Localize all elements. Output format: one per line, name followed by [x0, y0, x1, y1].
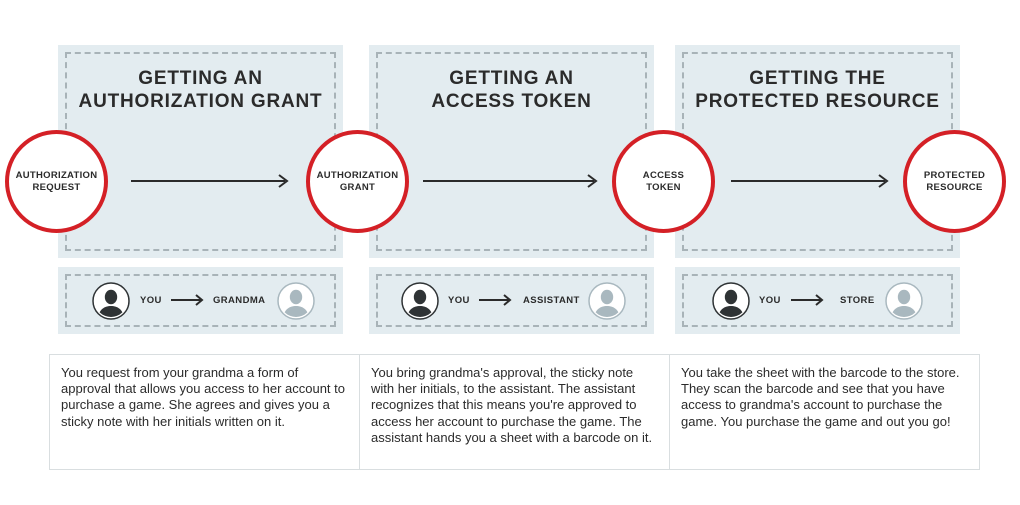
arrow-right-icon: [171, 294, 204, 306]
stage-1-title-line-1: GETTING AN: [138, 68, 263, 89]
stage-3-title: GETTING THE PROTECTED RESOURCE: [675, 67, 960, 113]
node-authorization-grant: AUTHORIZATION GRANT: [306, 130, 409, 233]
node-access-token-line-2: TOKEN: [646, 181, 681, 193]
person-dark-icon: [92, 282, 130, 320]
stage-3-title-line-2: PROTECTED RESOURCE: [695, 91, 940, 112]
person-light-icon: [885, 282, 923, 320]
node-protected-resource-line-1: PROTECTED: [923, 169, 986, 181]
stage-1-title: GETTING AN AUTHORIZATION GRANT: [58, 67, 343, 113]
arrow-right-icon: [423, 174, 598, 188]
stage-1-title-line-2: AUTHORIZATION GRANT: [78, 91, 323, 112]
node-authorization-request: AUTHORIZATION REQUEST: [5, 130, 108, 233]
role-to-label: STORE: [840, 295, 875, 306]
stage-1-description: You request from your grandma a form of …: [61, 365, 345, 429]
stage-3-roles-dashed-border: [682, 274, 953, 327]
node-authorization-grant-line-1: AUTHORIZATION: [316, 169, 399, 181]
role-from-label: YOU: [448, 295, 470, 306]
stage-1-panel: GETTING AN AUTHORIZATION GRANT: [58, 45, 343, 258]
stage-2-title-line-2: ACCESS TOKEN: [431, 91, 592, 112]
stage-3-title-line-1: GETTING THE: [749, 68, 886, 89]
person-dark-icon: [712, 282, 750, 320]
node-authorization-grant-line-2: GRANT: [339, 181, 376, 193]
node-protected-resource: PROTECTED RESOURCE: [903, 130, 1006, 233]
person-light-icon: [588, 282, 626, 320]
node-access-token-line-1: ACCESS: [642, 169, 685, 181]
stage-2-panel: GETTING AN ACCESS TOKEN: [369, 45, 654, 258]
role-to-label: ASSISTANT: [523, 295, 580, 306]
arrow-right-icon: [791, 294, 824, 306]
stage-3-description: You take the sheet with the barcode to t…: [669, 355, 979, 469]
description-table: You request from your grandma a form of …: [49, 354, 980, 470]
node-protected-resource-line-2: RESOURCE: [926, 181, 983, 193]
arrow-right-icon: [479, 294, 512, 306]
stage-2-description: You bring grandma's approval, the sticky…: [359, 355, 669, 469]
person-dark-icon: [401, 282, 439, 320]
node-access-token: ACCESS TOKEN: [612, 130, 715, 233]
person-light-icon: [277, 282, 315, 320]
stage-2-roles-dashed-border: [376, 274, 647, 327]
role-to-label: GRANDMA: [213, 295, 266, 306]
arrow-right-icon: [131, 174, 289, 188]
role-from-label: YOU: [759, 295, 781, 306]
role-from-label: YOU: [140, 295, 162, 306]
stage-2-title-line-1: GETTING AN: [449, 68, 574, 89]
node-authorization-request-line-1: AUTHORIZATION: [15, 169, 98, 181]
node-authorization-request-line-2: REQUEST: [32, 181, 81, 193]
arrow-right-icon: [731, 174, 889, 188]
stage-2-title: GETTING AN ACCESS TOKEN: [369, 67, 654, 113]
stage-1-roles-dashed-border: [65, 274, 336, 327]
